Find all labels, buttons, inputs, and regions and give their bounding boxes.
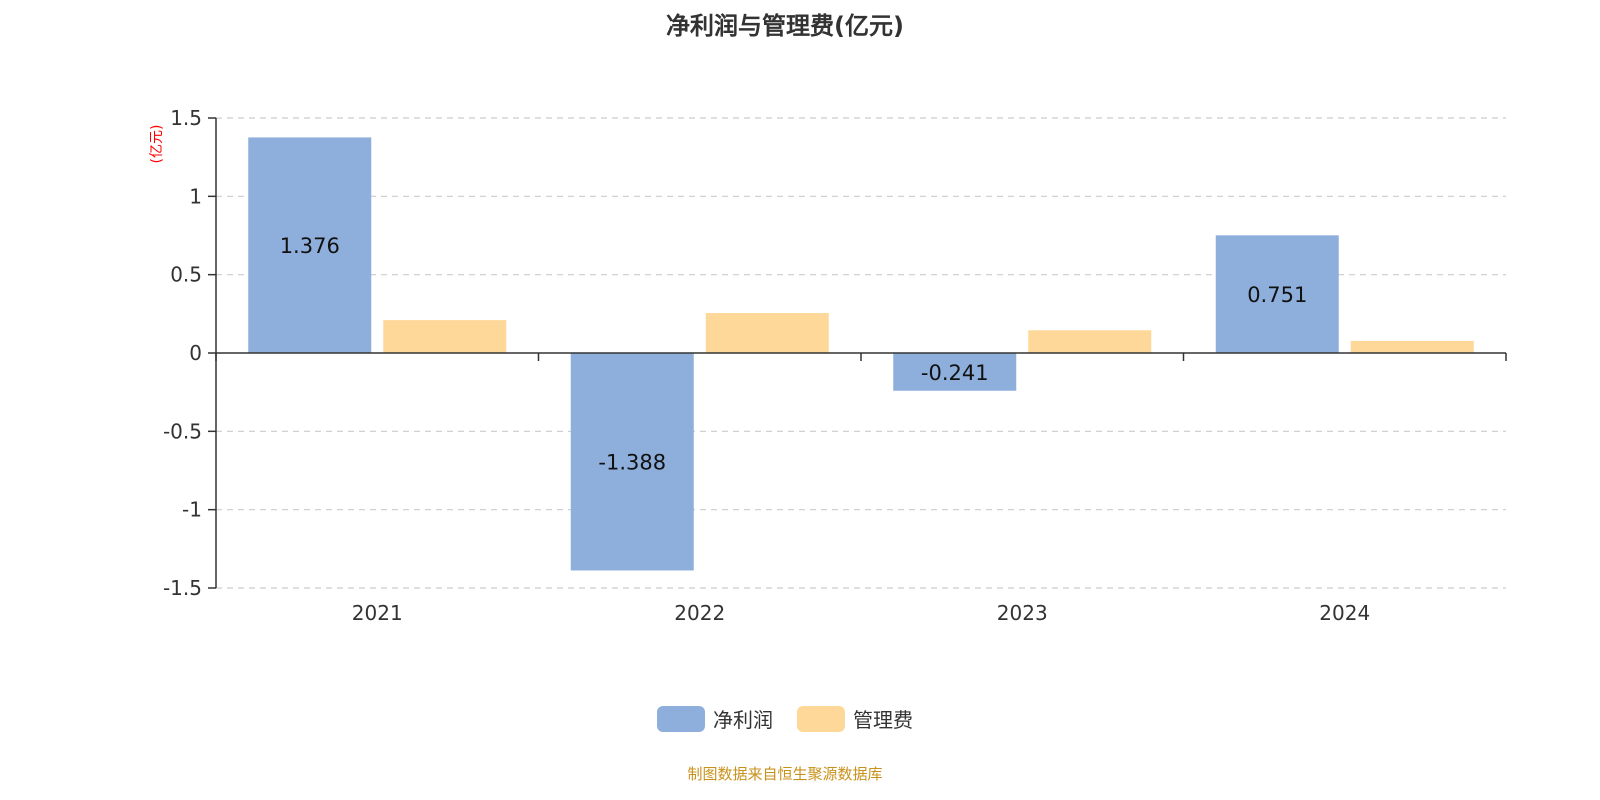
legend-swatch-net-profit: [657, 705, 705, 732]
bar-net-profit: [248, 137, 372, 353]
bar-net-profit: [893, 353, 1017, 391]
legend: 净利润 管理费: [0, 704, 1570, 733]
legend-swatch-management-fee: [797, 705, 845, 732]
bar-management-fee: [1350, 340, 1474, 353]
data-label: -1.388: [598, 451, 666, 475]
y-tick-label: -0.5: [163, 419, 202, 443]
x-tick-label: 2023: [997, 601, 1048, 625]
data-label: -0.241: [921, 361, 989, 385]
y-tick-label: 0: [189, 341, 202, 365]
bar-management-fee: [705, 313, 829, 353]
data-label: 1.376: [280, 234, 340, 258]
x-tick-label: 2024: [1319, 601, 1370, 625]
legend-item-net-profit[interactable]: 净利润: [657, 704, 773, 733]
y-tick-label: -1.5: [163, 576, 202, 600]
legend-label: 管理费: [853, 708, 913, 732]
y-tick-label: -1: [182, 498, 202, 522]
bar-net-profit: [1215, 235, 1339, 353]
bar-management-fee: [383, 320, 507, 353]
x-tick-label: 2021: [352, 601, 403, 625]
data-source-note: 制图数据来自恒生聚源数据库: [687, 765, 883, 783]
legend-item-management-fee[interactable]: 管理费: [797, 704, 913, 733]
data-label: 0.751: [1247, 283, 1307, 307]
bar-management-fee: [1028, 330, 1152, 353]
x-tick-label: 2022: [674, 601, 725, 625]
y-tick-label: 1: [189, 184, 202, 208]
legend-label: 净利润: [713, 708, 773, 732]
y-tick-label: 1.5: [170, 106, 202, 130]
y-tick-label: 0.5: [170, 263, 202, 287]
chart-title: 净利润与管理费(亿元): [666, 12, 904, 40]
y-axis-label: (亿元): [149, 125, 165, 164]
bar-net-profit: [570, 353, 694, 571]
